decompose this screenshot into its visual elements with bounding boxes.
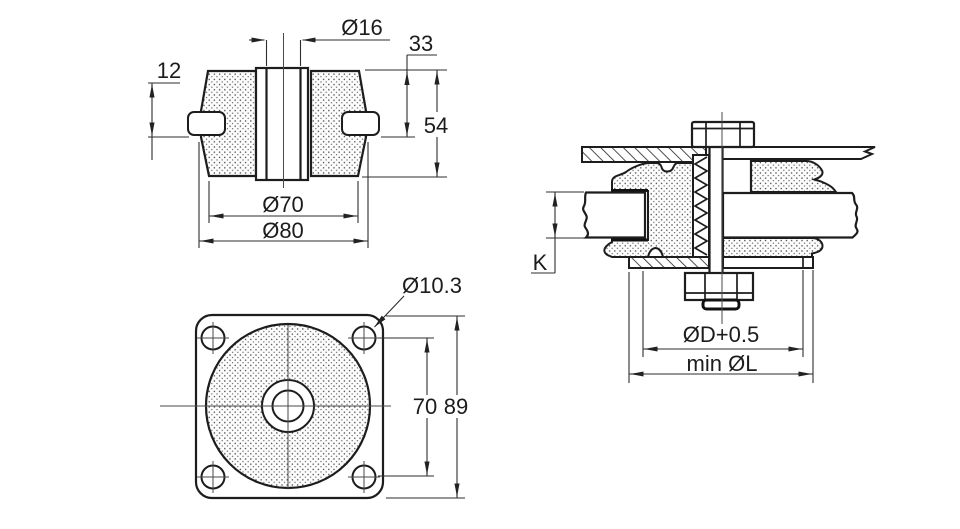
dim-label-70: 70 xyxy=(413,394,437,419)
dim-label-bore: Ø16 xyxy=(341,15,383,40)
rubber-right-upper xyxy=(750,160,839,193)
dim-label-54: 54 xyxy=(424,113,448,138)
dim-label-12: 12 xyxy=(157,58,181,83)
side-lug-right xyxy=(341,111,380,136)
sleeve xyxy=(254,66,310,182)
side-lug-left xyxy=(187,111,226,136)
dim-label-33: 33 xyxy=(409,31,433,56)
dim-label-d103: Ø10.3 xyxy=(402,273,462,298)
mounting-holes xyxy=(197,322,380,493)
dim-label-k: K xyxy=(533,250,548,275)
installation-view: K ØD+0.5 min ØL xyxy=(531,112,876,383)
dim-label-d80: Ø80 xyxy=(262,218,304,243)
bottom-view: Ø10.3 70 89 xyxy=(160,273,472,500)
bolt-tip xyxy=(701,298,741,311)
sleeve-zigzag-hatch xyxy=(693,156,709,256)
top-plate-right xyxy=(721,146,876,160)
bottom-plate-right xyxy=(722,256,814,269)
rubber-body-right xyxy=(309,69,368,178)
dim-label-dd: ØD+0.5 xyxy=(683,322,759,347)
dim-label-d70: Ø70 xyxy=(262,192,304,217)
dim-label-minl: min ØL xyxy=(687,351,758,376)
panel-right xyxy=(721,191,859,239)
bolt-head xyxy=(690,120,756,149)
hex-nut xyxy=(683,271,755,302)
front-section-view: Ø16 33 54 12 Ø70 Ø80 xyxy=(148,15,451,248)
top-plate-left xyxy=(581,146,707,163)
rubber-right-lower xyxy=(722,237,824,258)
bottom-plate-left xyxy=(628,256,710,269)
panel-left xyxy=(582,191,647,239)
dim-label-89: 89 xyxy=(444,394,468,419)
